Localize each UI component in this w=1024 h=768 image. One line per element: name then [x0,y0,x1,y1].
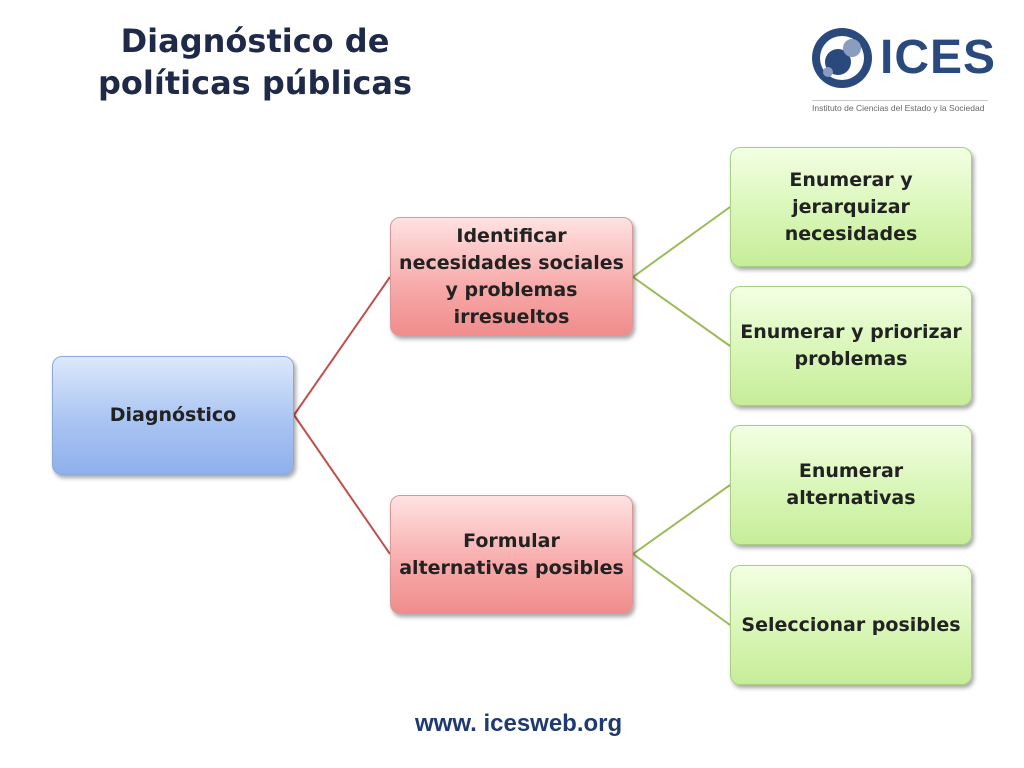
page-title: Diagnóstico de políticas públicas [98,22,412,102]
node-branch-identify: Identificar necesidades sociales y probl… [390,217,633,336]
ices-logo: ICES Instituto de Ciencias del Estado y … [810,24,995,116]
node-leaf-problems: Enumerar y priorizar problemas [730,286,972,406]
connector-branch-1-leaf-1 [632,206,731,278]
ices-logo-icon [812,28,872,88]
connector-branch-2-leaf-1 [632,484,731,555]
connector-branch-1-leaf-2 [632,276,731,347]
footer-website: www. icesweb.org [415,710,623,737]
logo-name: ICES [880,31,997,84]
connector-branch-2-leaf-2 [632,553,731,626]
node-leaf-select: Seleccionar posibles [730,565,972,685]
node-root: Diagnóstico [52,356,294,475]
node-leaf-alternatives: Enumerar alternativas [730,425,972,545]
node-leaf-needs: Enumerar y jerarquizar necesidades [730,147,972,267]
connector-root-branch-1 [293,276,391,416]
logo-subtitle: Instituto de Ciencias del Estado y la So… [812,100,988,113]
node-branch-formulate: Formular alternativas posibles [390,495,633,614]
connector-root-branch-2 [293,414,391,555]
